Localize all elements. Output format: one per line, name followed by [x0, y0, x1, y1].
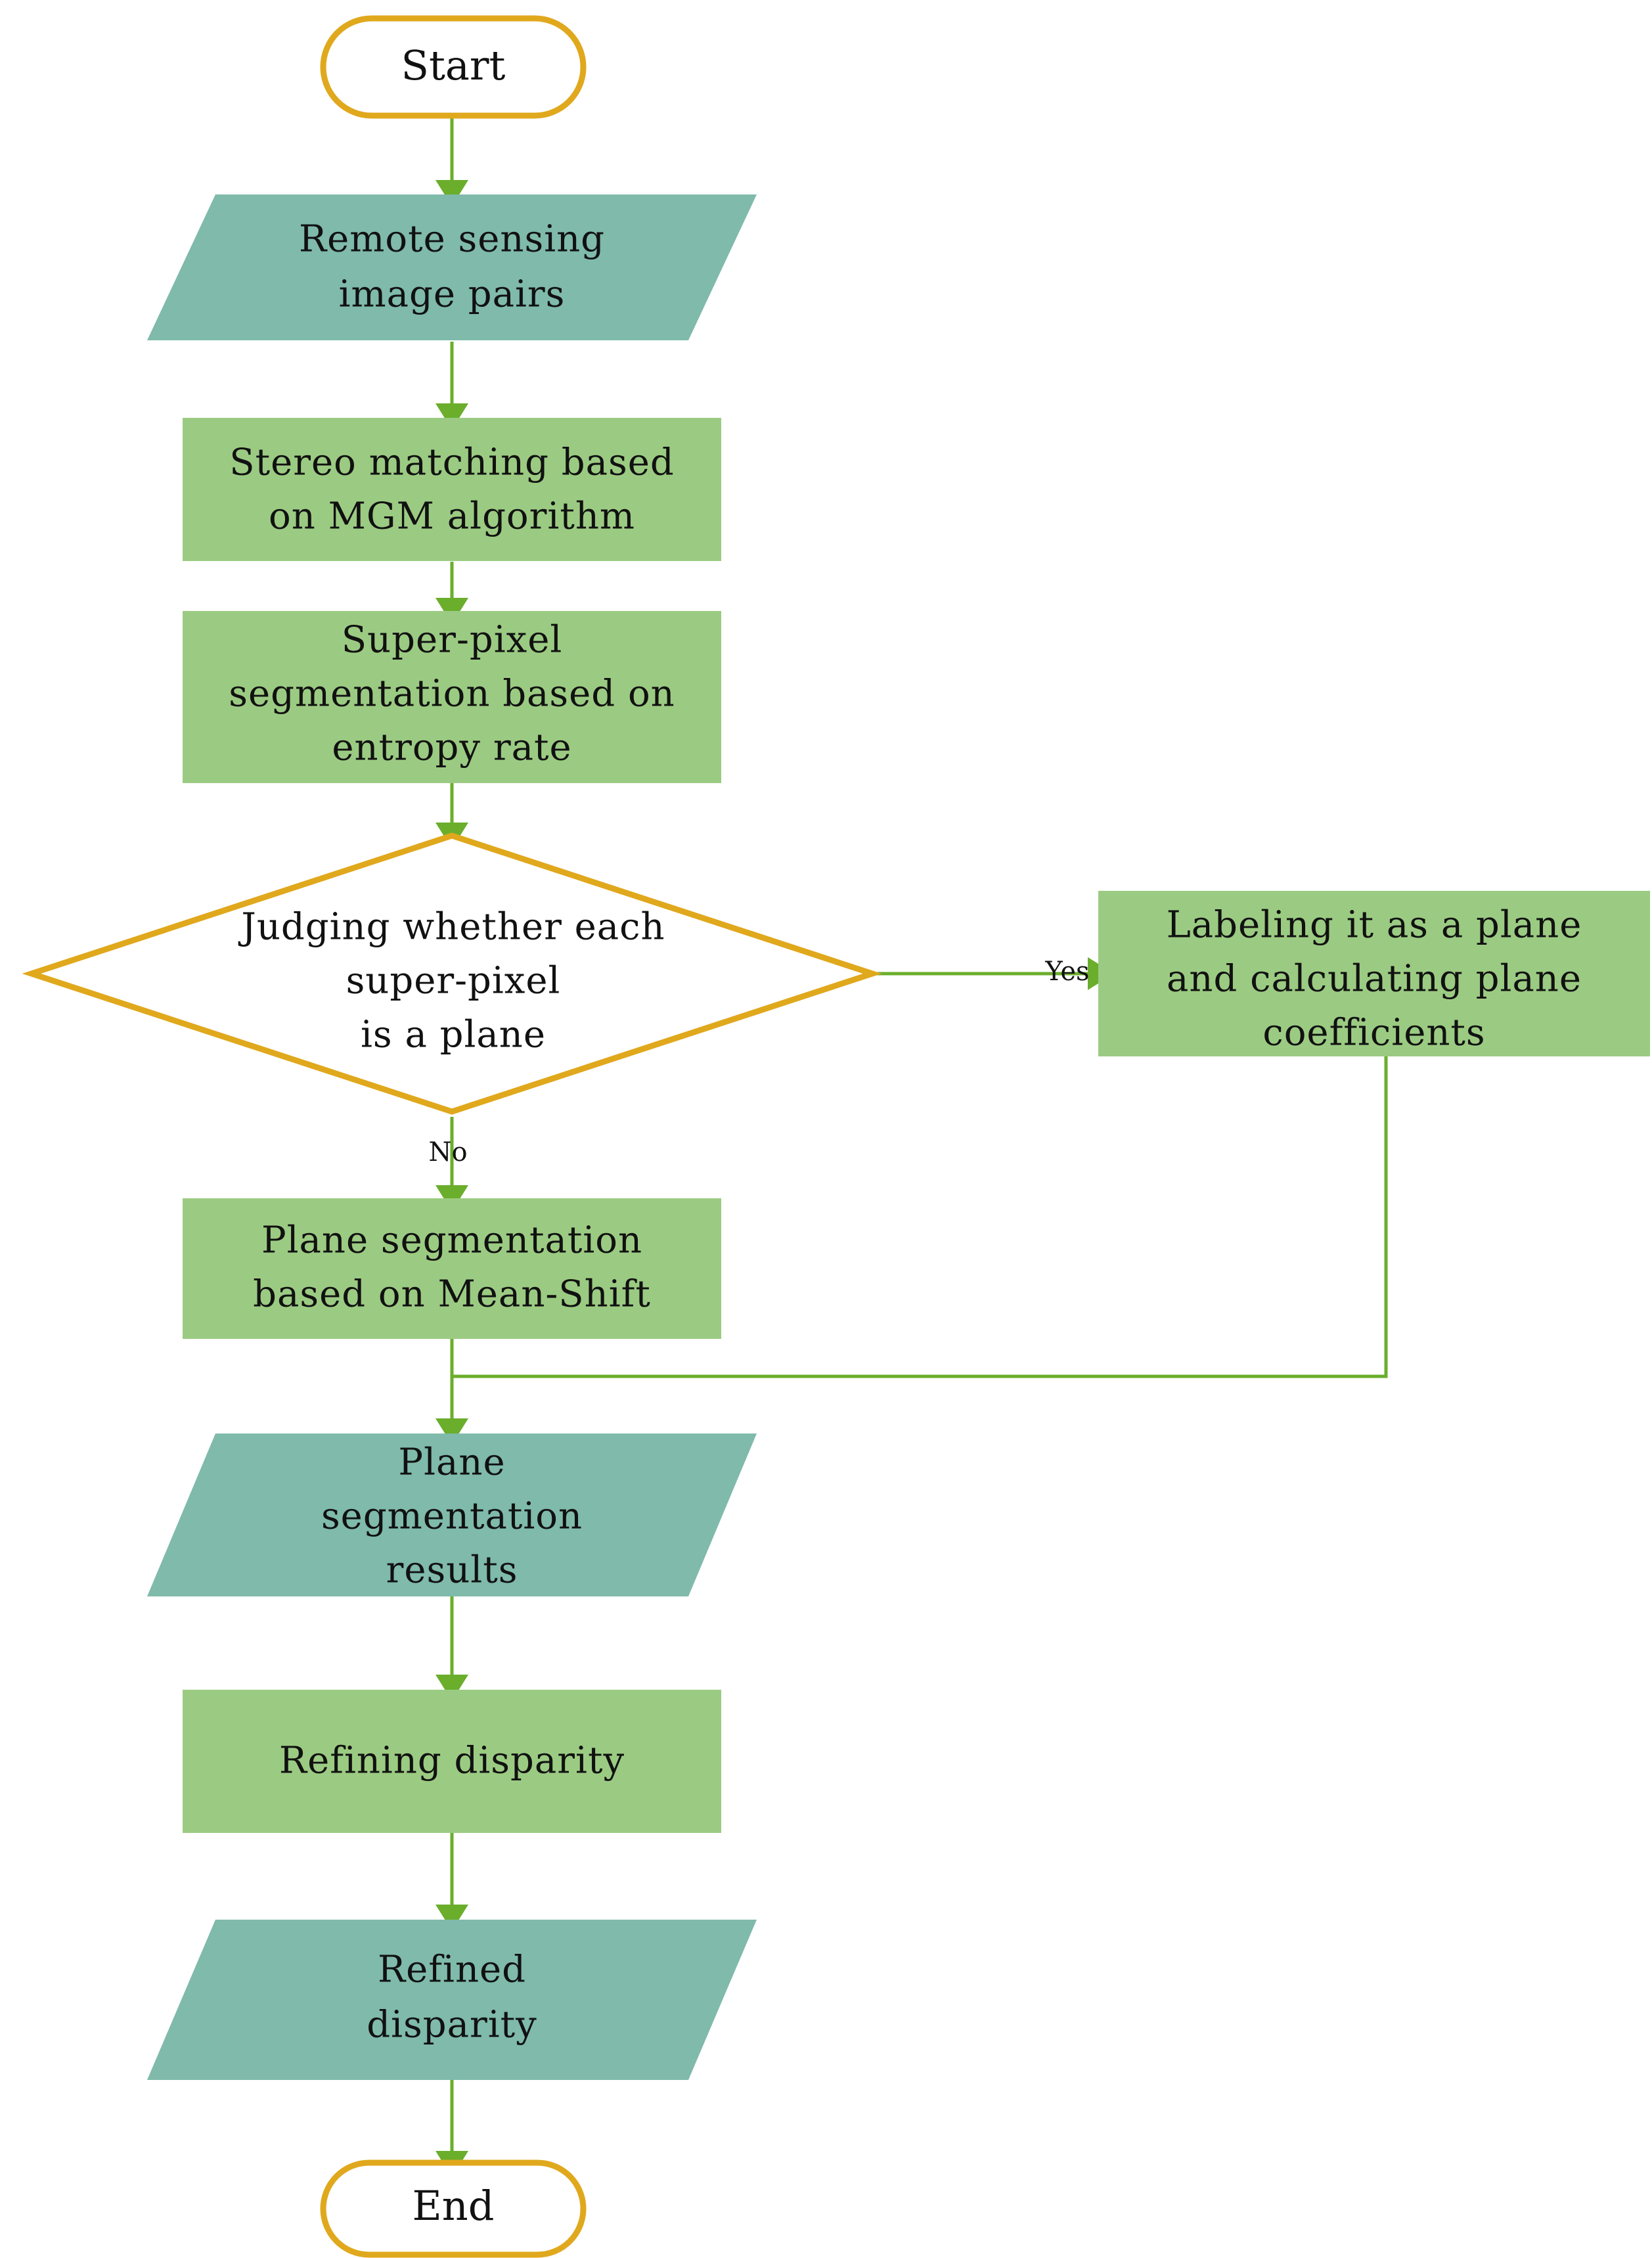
input-label-line-1: Remote sensing	[299, 218, 605, 261]
superpixel-label-line-2: segmentation based on	[229, 673, 675, 715]
node-decision-is-plane[interactable]: Judging whether each super-pixel is a pl…	[22, 832, 882, 1115]
superpixel-shape	[183, 611, 721, 783]
refined-label-line-2: disparity	[367, 2004, 537, 2046]
node-end[interactable]: End	[320, 2159, 587, 2258]
edge-layer	[435, 115, 1388, 2177]
input-label-line-2: image pairs	[339, 273, 566, 316]
start-shape	[320, 15, 587, 119]
results-label-line-3: results	[386, 1549, 518, 1592]
end-label: End	[413, 2182, 495, 2230]
meanshift-label-line-2: based on Mean-Shift	[253, 1273, 651, 1316]
results-shape	[147, 1434, 757, 1596]
meanshift-label-line-1: Plane segmentation	[261, 1219, 642, 1262]
refining-label-line-1: Refining disparity	[279, 1740, 625, 1782]
stereo-shape	[183, 418, 721, 561]
node-segmentation-results[interactable]: Plane segmentation results	[147, 1434, 757, 1596]
labeling-shape	[1098, 891, 1650, 1056]
labeling-label-line-3: coefficients	[1262, 1012, 1485, 1054]
decision-label-line-2: super-pixel	[346, 960, 561, 1003]
stereo-label-line-2: on MGM algorithm	[269, 495, 635, 538]
decision-shape	[22, 832, 882, 1115]
meanshift-shape	[183, 1198, 721, 1339]
node-start[interactable]: Start	[320, 15, 587, 119]
decision-label-line-1: Judging whether each	[238, 906, 665, 949]
labeling-label-line-1: Labeling it as a plane	[1167, 904, 1582, 947]
edge-labeling-to-merge	[452, 1056, 1388, 1378]
labeling-label-line-2: and calculating plane	[1167, 958, 1582, 1001]
node-plane-segmentation-meanshift[interactable]: Plane segmentation based on Mean-Shift	[183, 1198, 721, 1339]
node-refined-disparity[interactable]: Refined disparity	[147, 1920, 757, 2080]
edge-label-no: No	[428, 1137, 467, 1167]
superpixel-label-line-1: Super-pixel	[342, 619, 563, 662]
refined-label-line-1: Refined	[378, 1949, 526, 1991]
node-superpixel-segmentation[interactable]: Super-pixel segmentation based on entrop…	[183, 611, 721, 783]
decision-label-line-3: is a plane	[361, 1014, 546, 1056]
results-label-line-1: Plane	[398, 1441, 505, 1484]
node-refining-disparity[interactable]: Refining disparity	[183, 1690, 721, 1833]
stereo-label-line-1: Stereo matching based	[229, 441, 674, 484]
start-label: Start	[401, 41, 506, 89]
refining-shape	[183, 1690, 721, 1833]
node-input[interactable]: Remote sensing image pairs	[147, 194, 757, 340]
input-shape	[147, 194, 757, 340]
end-shape	[320, 2159, 587, 2258]
edge-label-yes: Yes	[1044, 957, 1089, 987]
superpixel-label-line-3: entropy rate	[332, 727, 571, 769]
node-stereo-matching[interactable]: Stereo matching based on MGM algorithm	[183, 418, 721, 561]
refined-shape	[147, 1920, 757, 2080]
results-label-line-2: segmentation	[321, 1495, 583, 1538]
node-labeling-plane[interactable]: Labeling it as a plane and calculating p…	[1098, 891, 1650, 1056]
